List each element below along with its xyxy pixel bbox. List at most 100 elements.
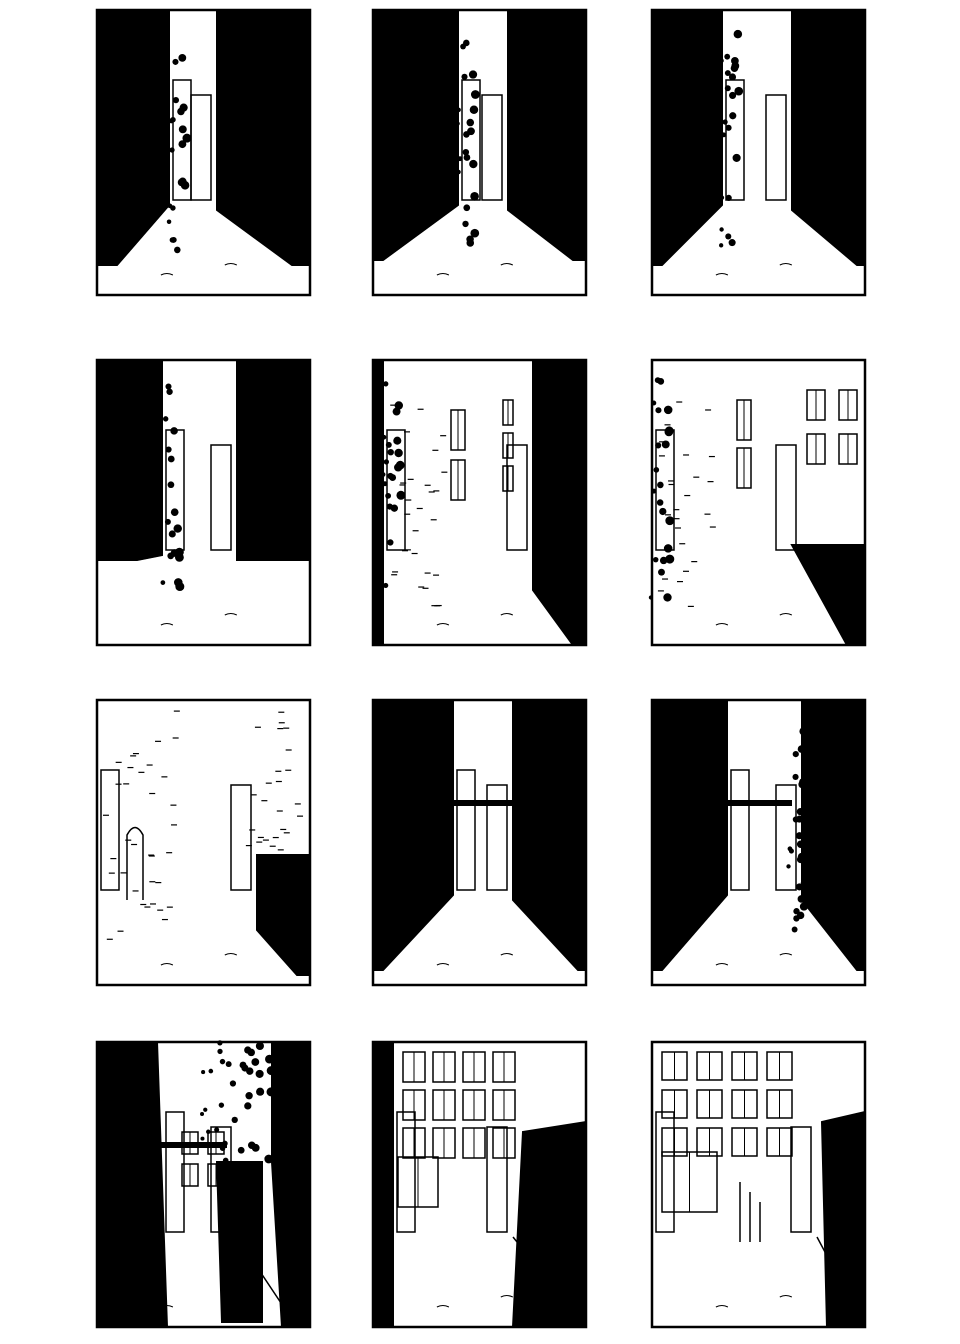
ivy-leaf	[165, 383, 172, 390]
panel-10	[95, 1040, 312, 1329]
ivy-leaf	[800, 878, 810, 888]
ivy-leaf	[653, 467, 660, 473]
left-wall-silhouette	[651, 9, 723, 266]
ivy-leaf	[659, 507, 667, 516]
ivy-leaf	[792, 751, 799, 758]
panel-9	[650, 698, 867, 987]
ivy-leaf	[456, 107, 461, 113]
ivy-leaf	[162, 416, 169, 422]
ivy-leaf	[225, 1061, 232, 1068]
overhead-beam	[448, 800, 518, 806]
ground-mark	[160, 953, 238, 966]
ivy-leaf	[396, 490, 406, 500]
ivy-leaf	[217, 1048, 223, 1055]
ivy-leaf	[463, 204, 471, 212]
ivy-leaf	[247, 1048, 256, 1057]
arched-doorway	[126, 826, 144, 900]
ivy-leaf	[795, 815, 803, 823]
ivy-leaf	[468, 70, 478, 79]
left-wall-silhouette	[372, 699, 454, 971]
ivy-leaf	[178, 125, 187, 134]
ivy-leaf	[200, 1112, 205, 1117]
distant-building	[190, 94, 212, 201]
ivy-leaf	[653, 556, 659, 563]
distant-building	[486, 1126, 508, 1233]
ground-mark	[436, 1295, 514, 1308]
panel-4	[95, 358, 312, 647]
panel-5	[371, 358, 588, 647]
panel-11	[371, 1040, 588, 1329]
ivy-leaf	[170, 237, 177, 243]
distant-building	[775, 444, 797, 551]
ivy-leaf	[385, 492, 392, 499]
ivy-leaf	[158, 436, 163, 441]
ivy-leaf	[256, 1087, 265, 1096]
ivy-leaf	[393, 436, 402, 445]
ivy-leaf	[172, 58, 179, 65]
ivy-leaf	[247, 1141, 256, 1150]
ivy-leaf	[170, 205, 176, 211]
distant-building	[456, 769, 476, 891]
ivy-leaf	[725, 194, 732, 201]
ivy-leaf	[219, 1058, 226, 1065]
ivy-leaf	[462, 220, 469, 228]
overhead-beam	[157, 1142, 227, 1148]
ivy-leaf	[725, 124, 732, 131]
ivy-leaf	[382, 481, 388, 487]
ivy-leaf	[165, 32, 170, 37]
ivy-leaf	[729, 112, 737, 120]
ivy-leaf	[387, 472, 394, 480]
ivy-leaf	[170, 508, 179, 517]
ivy-leaf	[457, 156, 463, 162]
ivy-leaf	[160, 580, 166, 585]
ivy-leaf	[470, 191, 479, 201]
ivy-leaf	[167, 552, 175, 560]
ivy-leaf	[732, 153, 741, 162]
ivy-leaf	[663, 593, 672, 602]
ivy-leaf	[657, 378, 665, 385]
ivy-leaf	[177, 107, 185, 116]
ivy-leaf	[385, 441, 392, 448]
right-wall-silhouette	[791, 9, 866, 266]
ground-mark	[436, 263, 514, 276]
ivy-leaf	[164, 518, 171, 525]
ivy-leaf	[168, 530, 176, 538]
ivy-leaf	[469, 159, 478, 169]
left-wall-silhouette	[372, 9, 459, 261]
left-wall-silhouette	[372, 359, 384, 646]
ivy-leaf	[470, 90, 480, 99]
right-wall-silhouette	[511, 1120, 587, 1328]
right-wall-silhouette	[801, 699, 866, 971]
left-wall-silhouette	[651, 699, 728, 971]
panel-2	[371, 8, 588, 297]
left-wall-silhouette	[96, 9, 170, 266]
ground-mark	[715, 1295, 793, 1308]
ivy-leaf	[795, 883, 803, 891]
ivy-leaf	[229, 1080, 237, 1087]
ivy-leaf	[383, 582, 389, 589]
distant-building	[790, 1126, 812, 1233]
right-wall-silhouette	[236, 359, 311, 561]
ivy-leaf	[651, 488, 657, 494]
ivy-leaf	[218, 1102, 225, 1108]
ivy-leaf	[663, 544, 673, 553]
ivy-leaf	[460, 43, 466, 50]
ivy-leaf	[169, 147, 175, 153]
ivy-leaf	[222, 1157, 229, 1164]
distant-building	[165, 1111, 185, 1233]
ivy-leaf	[201, 1070, 206, 1075]
distant-building	[730, 769, 750, 891]
ivy-leaf	[266, 1066, 276, 1076]
ivy-leaf	[206, 1129, 211, 1134]
ivy-leaf	[394, 448, 403, 458]
right-wall-silhouette	[216, 9, 311, 266]
ivy-leaf	[655, 407, 662, 414]
ivy-leaf	[244, 1102, 252, 1110]
ivy-leaf	[255, 1041, 264, 1051]
ivy-leaf	[379, 396, 384, 401]
ivy-leaf	[796, 807, 805, 816]
ivy-leaf	[394, 463, 403, 472]
distant-building	[100, 769, 120, 891]
ground-mark	[715, 613, 793, 626]
